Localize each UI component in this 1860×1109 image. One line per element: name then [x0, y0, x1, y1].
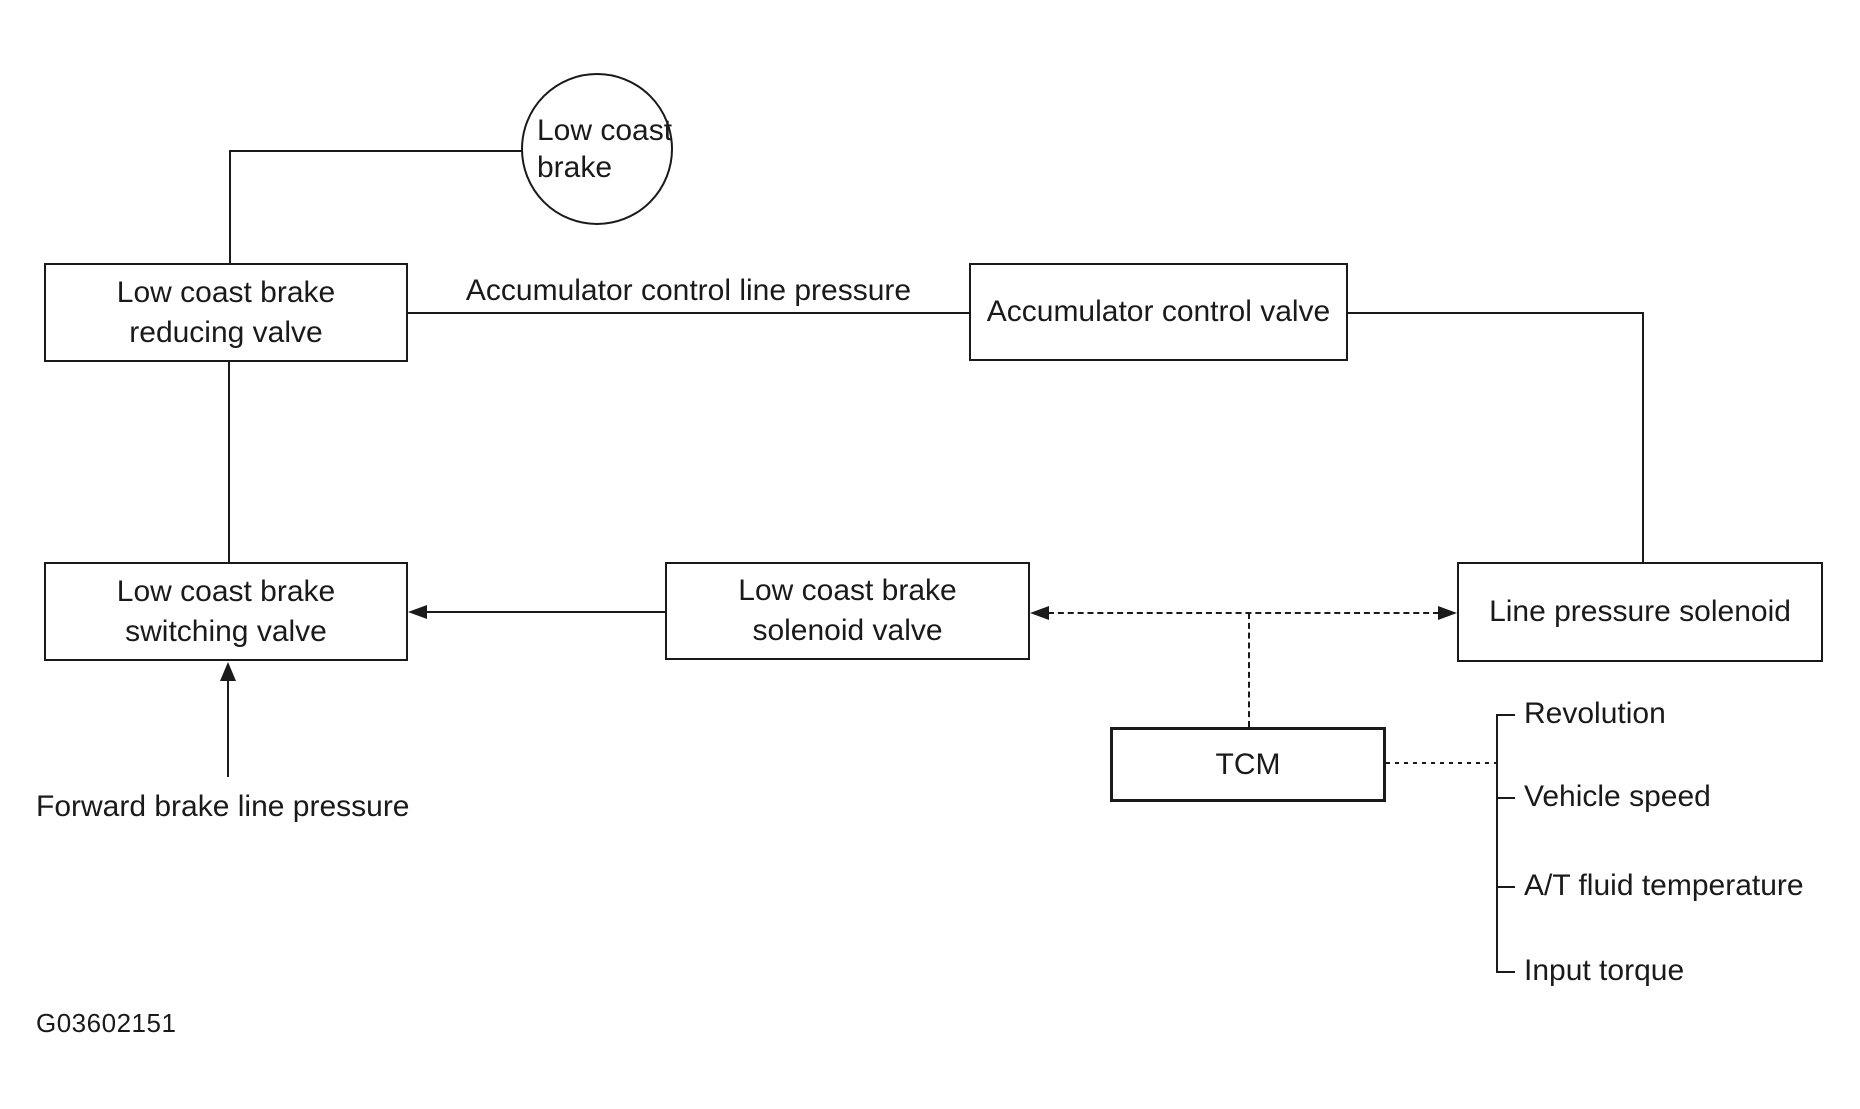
edge-reducing-to-accumulator: [408, 312, 969, 314]
node-low-coast-brake-solenoid-valve: Low coast brake solenoid valve: [665, 562, 1030, 660]
bracket-tick-vehicle-speed: [1496, 797, 1515, 799]
edge-forward-brake-pressure: [227, 679, 229, 777]
edge-tcm-to-inputs: [1386, 762, 1497, 764]
bracket-tick-revolution: [1496, 714, 1515, 716]
bracket-tick-fluid-temperature: [1496, 886, 1515, 888]
bracket-tick-input-torque: [1496, 971, 1515, 973]
node-accumulator-control-valve: Accumulator control valve: [969, 263, 1348, 361]
reducing-valve-label-line2: reducing valve: [129, 315, 323, 349]
switching-valve-label-line2: switching valve: [125, 614, 327, 648]
tcm-inputs-bracket: [1496, 714, 1498, 973]
switching-valve-label-line1: Low coast brake: [116, 574, 336, 608]
line-pressure-solenoid-label: Line pressure solenoid: [1489, 595, 1791, 629]
reducing-valve-label-line1: Low coast brake: [116, 275, 336, 309]
tcm-label: TCM: [1215, 747, 1281, 781]
tcm-input-revolution: Revolution: [1524, 697, 1666, 730]
node-low-coast-brake-switching-valve: Low coast brake switching valve: [44, 562, 408, 661]
edge-reducing-to-switching: [228, 361, 230, 563]
edge-solenoid-to-switching: [424, 611, 665, 613]
figure-id: G03602151: [36, 1008, 177, 1038]
node-line-pressure-solenoid: Line pressure solenoid: [1457, 562, 1823, 662]
edge-dashed-to-tcm: [1248, 613, 1250, 727]
solenoid-valve-label-line1: Low coast brake: [738, 574, 957, 608]
node-low-coast-brake: Low coast brake: [521, 73, 673, 225]
tcm-input-vehicle-speed: Vehicle speed: [1524, 780, 1711, 813]
node-low-coast-brake-label-line1: Low coast: [537, 113, 673, 147]
edge-accumulator-to-corner: [1347, 312, 1644, 314]
edge-circle-to-reducing-vertical: [229, 150, 231, 264]
label-accumulator-control-line-pressure: Accumulator control line pressure: [465, 274, 912, 307]
accumulator-control-valve-label: Accumulator control valve: [986, 295, 1331, 329]
arrowhead-into-solenoid-valve: [1030, 606, 1049, 620]
node-low-coast-brake-reducing-valve: Low coast brake reducing valve: [44, 263, 408, 362]
arrowhead-into-line-pressure-solenoid: [1438, 606, 1457, 620]
arrowhead-into-switching-valve: [408, 605, 427, 619]
tcm-input-fluid-temperature: A/T fluid temperature: [1524, 869, 1804, 902]
node-tcm: TCM: [1110, 727, 1386, 802]
node-low-coast-brake-label-line2: brake: [537, 151, 613, 184]
solenoid-valve-label-line2: solenoid valve: [752, 614, 943, 647]
tcm-input-input-torque: Input torque: [1524, 954, 1685, 987]
label-forward-brake-line-pressure: Forward brake line pressure: [36, 790, 410, 823]
edge-dashed-solenoid-linepressure: [1048, 612, 1439, 614]
edge-corner-to-line-pressure-solenoid: [1642, 312, 1644, 563]
edge-circle-to-reducing-horizontal: [229, 150, 523, 152]
arrowhead-into-switching-valve-bottom: [220, 662, 236, 681]
